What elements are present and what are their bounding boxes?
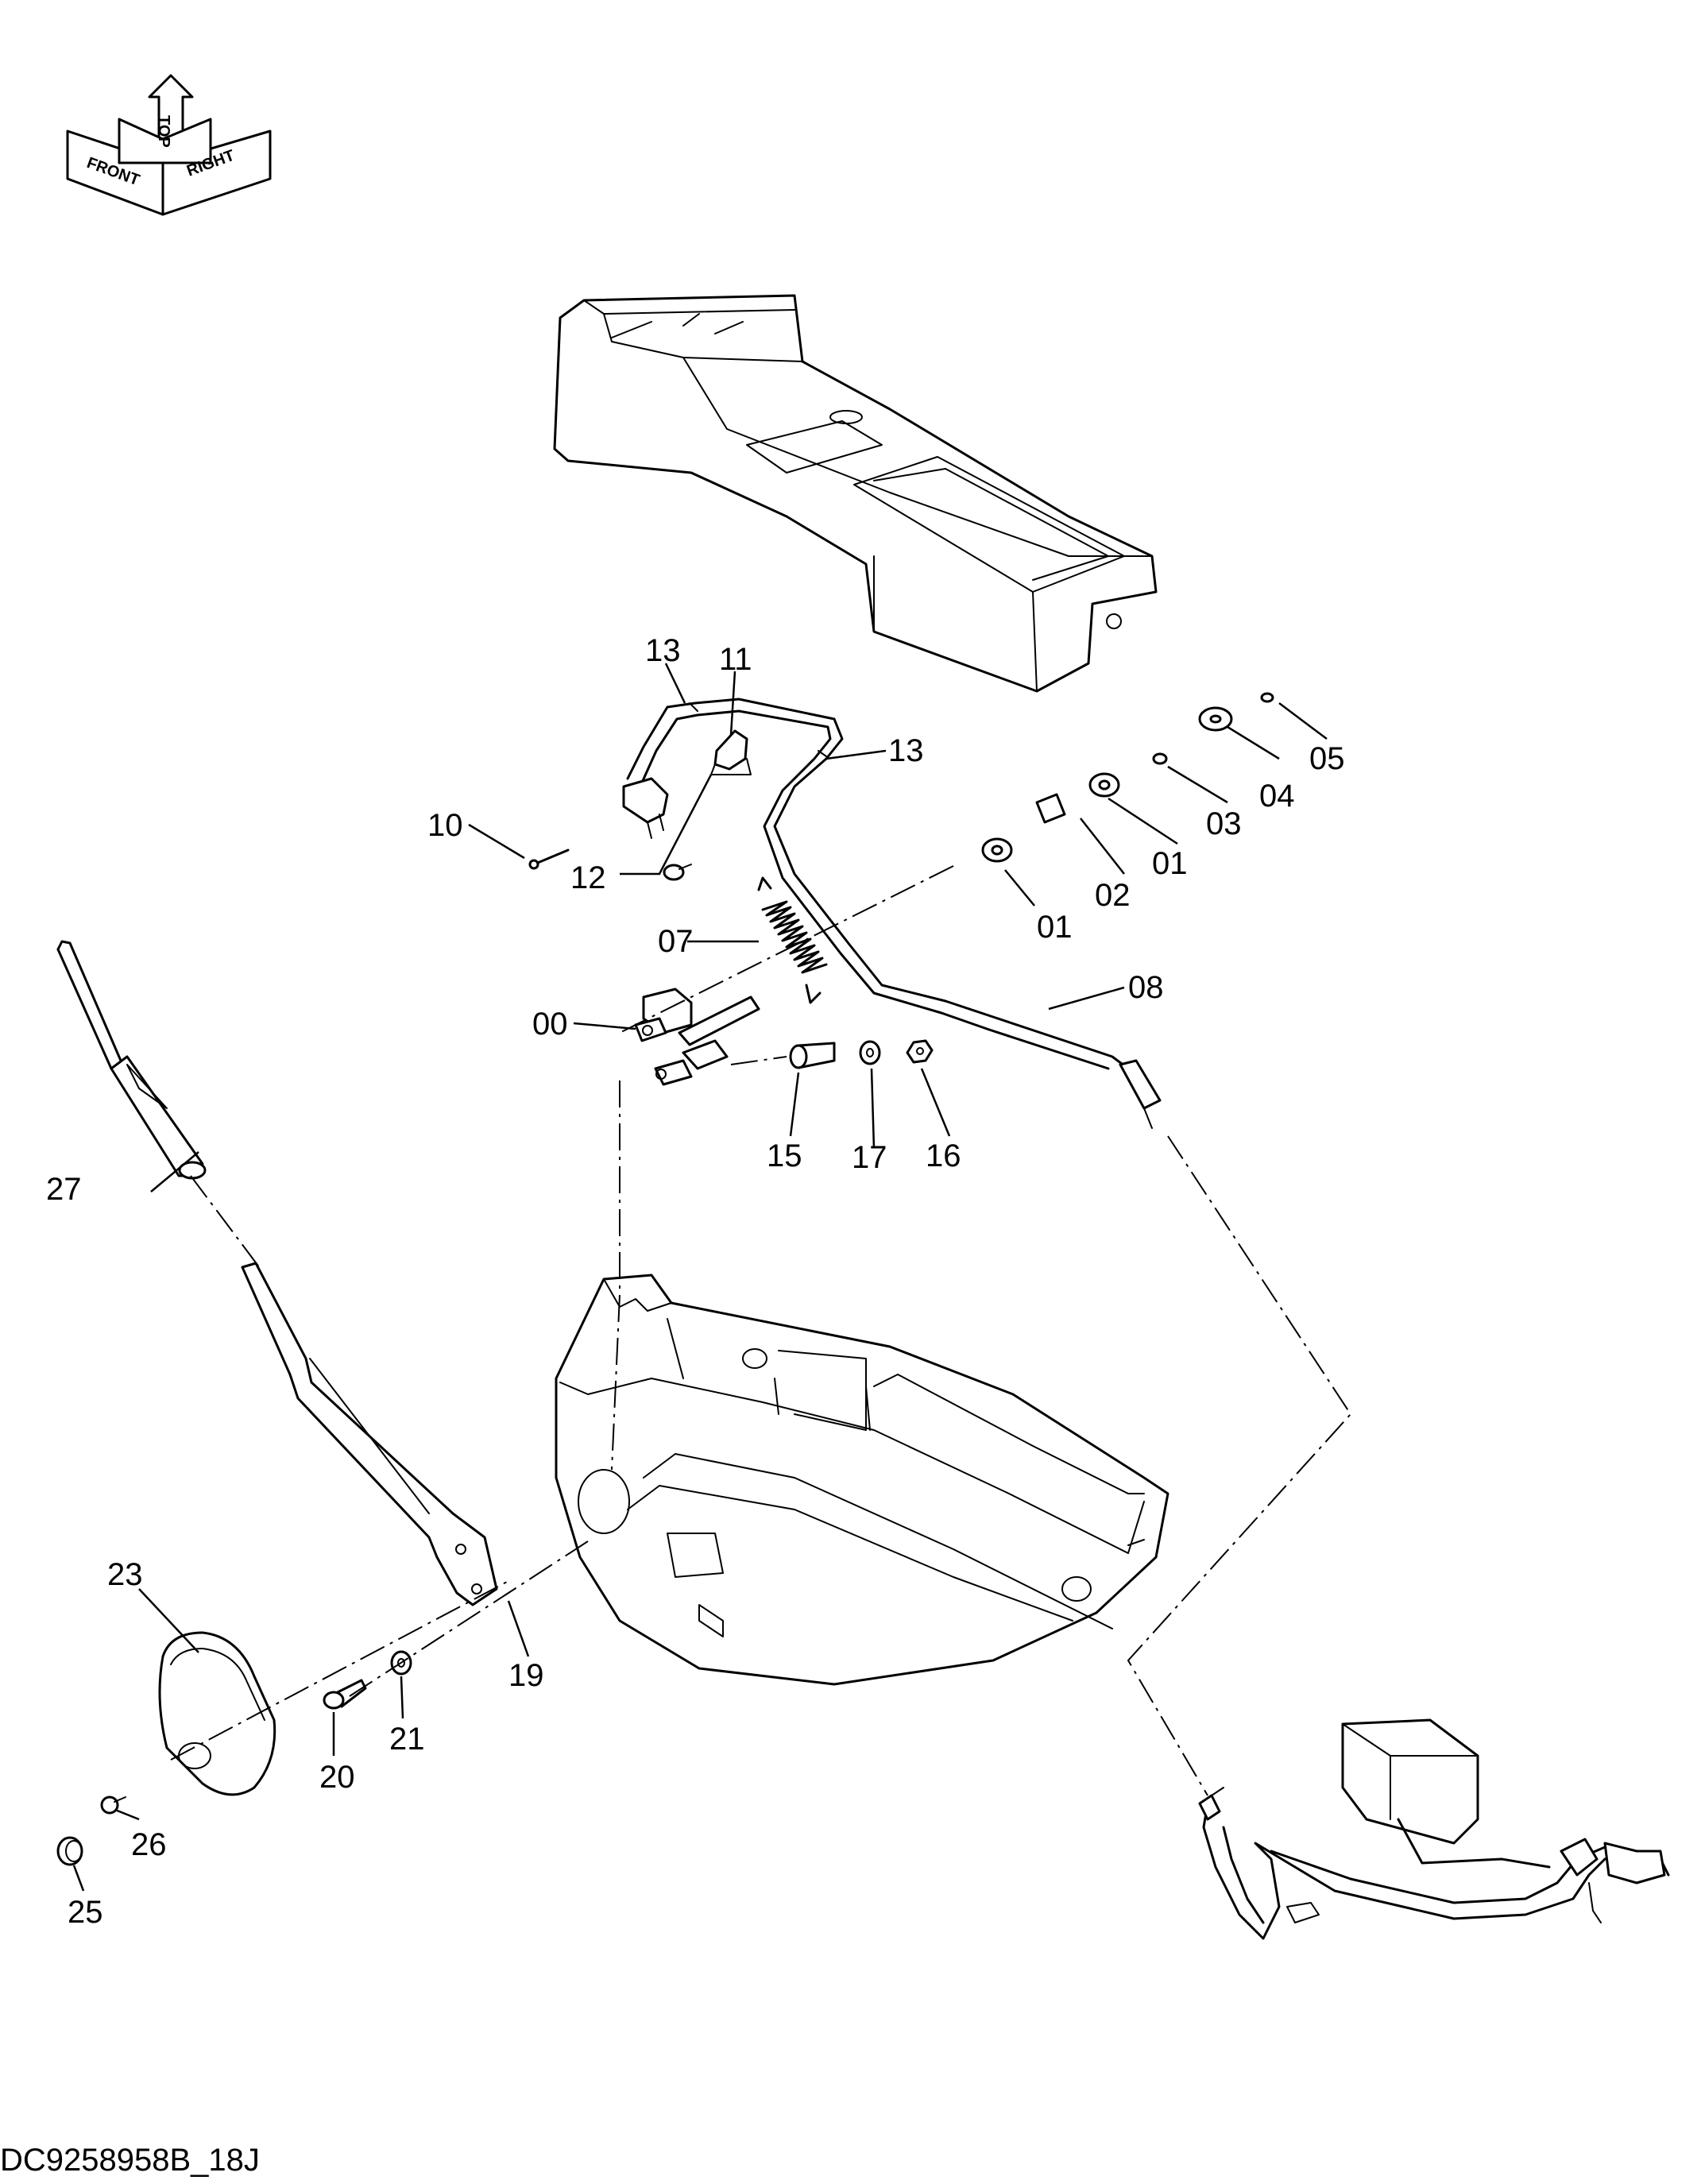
- bolt-15: [789, 1042, 836, 1069]
- callout-17: 17: [852, 1140, 887, 1175]
- callout-20: 20: [319, 1760, 355, 1795]
- console-lower-cover: [555, 1274, 1169, 1686]
- callout-21: 21: [389, 1722, 425, 1757]
- callout-15: 15: [767, 1138, 802, 1173]
- callout-leaders: [72, 663, 1328, 1892]
- callout-labels: 13 11 13 10 12 07 00 08 01 02 01 03 04 0…: [46, 633, 1345, 1930]
- bushing-set: [981, 692, 1274, 863]
- orientation-compass-icon: FRONT RIGHT TOP: [66, 74, 272, 216]
- drawing-id: DC9258958B_18J: [0, 2143, 260, 2178]
- console-upper-housing: [553, 294, 1158, 693]
- callout-10: 10: [427, 808, 463, 843]
- screw-12: [663, 864, 692, 881]
- callout-00: 00: [532, 1007, 568, 1042]
- callout-03: 03: [1206, 806, 1242, 841]
- assembly-phantom-lines: [170, 865, 1352, 1796]
- callout-04: 04: [1259, 779, 1295, 814]
- callout-01-upper: 01: [1152, 846, 1188, 881]
- callout-26: 26: [131, 1827, 167, 1862]
- washer-17: [859, 1040, 881, 1065]
- callout-19: 19: [508, 1658, 544, 1693]
- callout-16: 16: [926, 1138, 961, 1173]
- callout-08: 08: [1128, 970, 1164, 1005]
- callout-12: 12: [570, 860, 606, 895]
- lever-knob-27: [56, 940, 207, 1180]
- callout-23: 23: [107, 1557, 143, 1592]
- screw-26: [100, 1796, 126, 1815]
- callout-13-right: 13: [888, 733, 924, 768]
- compass-top-label: TOP: [155, 115, 172, 148]
- callout-11: 11: [719, 642, 752, 677]
- pivot-cover-23: [158, 1631, 276, 1796]
- lever-19: [241, 1262, 498, 1606]
- callout-07: 07: [658, 924, 694, 959]
- callout-13-upper: 13: [645, 633, 681, 668]
- bolt-20: [323, 1679, 367, 1710]
- nut-16: [906, 1039, 934, 1064]
- switch-harness: [622, 698, 1162, 1129]
- lower-harness: [1198, 1718, 1670, 1940]
- cap-25: [56, 1836, 83, 1866]
- callout-01-lower: 01: [1037, 910, 1073, 945]
- callout-27: 27: [46, 1172, 82, 1207]
- callout-05: 05: [1309, 741, 1345, 776]
- spring-07: [757, 876, 828, 1004]
- callout-02: 02: [1095, 878, 1131, 913]
- callout-25: 25: [68, 1895, 103, 1930]
- pin-10: [528, 848, 570, 870]
- pivot-bracket-00: [634, 988, 760, 1086]
